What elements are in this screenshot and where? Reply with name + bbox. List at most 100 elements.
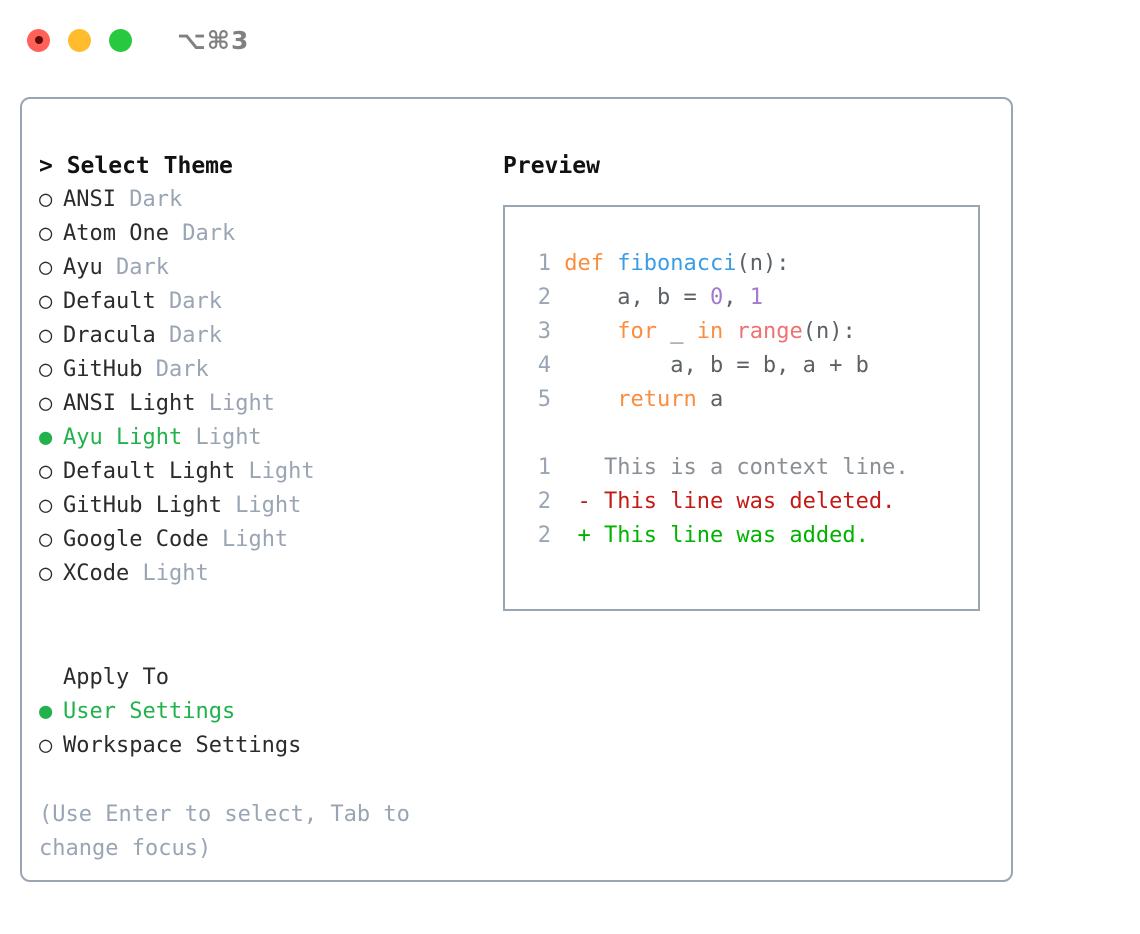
apply-to-list: ● User Settings ○ Workspace Settings: [39, 695, 499, 763]
preview-header: Preview: [503, 153, 600, 179]
theme-option-label: Ayu Light: [63, 425, 196, 450]
theme-option-default-light[interactable]: ○Default Light Light: [39, 455, 499, 489]
theme-option-variant: Dark: [168, 289, 222, 314]
apply-to-option-label: User Settings: [63, 699, 236, 724]
radio-unselected-icon: ○: [39, 493, 53, 518]
code-token-kw: return: [617, 387, 697, 412]
theme-option-ansi-light[interactable]: ○ANSI Light Light: [39, 387, 499, 421]
theme-option-default[interactable]: ○ Default Dark: [39, 285, 499, 319]
line-number: 1: [537, 455, 551, 480]
maximize-button[interactable]: [109, 28, 132, 52]
radio-unselected-icon: ○: [39, 255, 53, 280]
radio-unselected-icon: ○: [39, 289, 53, 314]
apply-to-option-user-settings[interactable]: ● User Settings: [39, 695, 499, 729]
theme-option-dracula[interactable]: ○Dracula Dark: [39, 319, 499, 353]
code-spacer: [523, 417, 978, 451]
code-line: 1 def fibonacci(n):: [523, 247, 978, 281]
theme-option-variant: Dark: [155, 357, 209, 382]
apply-to-section: Apply To ● User Settings ○ Workspace Settin…: [39, 661, 499, 763]
theme-option-label: Default: [63, 289, 169, 314]
main-panel: > Select Theme ○ANSI Dark○Atom One Dark○…: [20, 97, 1013, 882]
theme-option-variant: Light: [195, 425, 262, 450]
code-token-kw: def: [564, 251, 604, 276]
theme-option-variant: Dark: [115, 255, 169, 280]
diff-sample: 1 This is a context line.2 - This line w…: [523, 451, 978, 553]
theme-option-label: Dracula: [63, 323, 169, 348]
close-button[interactable]: [27, 28, 50, 52]
code-token-pl: [604, 251, 617, 276]
select-theme-header: > Select Theme: [39, 153, 233, 179]
gutter-space: [551, 353, 564, 378]
theme-option-variant: Light: [208, 391, 275, 416]
theme-option-ayu[interactable]: ○ Ayu Dark: [39, 251, 499, 285]
line-number: 5: [537, 387, 551, 412]
window-controls: [27, 28, 132, 52]
window-title: ⌥⌘3: [177, 25, 250, 55]
theme-option-variant: Light: [142, 561, 209, 586]
code-token-pl: [564, 319, 617, 344]
radio-unselected-icon: ○: [39, 733, 53, 758]
theme-option-label: Google Code: [63, 527, 222, 552]
theme-option-label: ANSI Light: [63, 391, 209, 416]
theme-option-label: XCode: [63, 561, 143, 586]
radio-unselected-icon: ○: [39, 187, 53, 212]
diff-line-text: + This line was added.: [551, 523, 869, 548]
code-line: 3 for _ in range(n):: [523, 315, 978, 349]
apply-to-option-label: Workspace Settings: [63, 733, 302, 758]
theme-option-github[interactable]: ○ GitHub Dark: [39, 353, 499, 387]
code-token-pl: (n):: [802, 319, 856, 344]
theme-option-label: Atom One: [63, 221, 183, 246]
minimize-button[interactable]: [68, 28, 91, 52]
theme-list: ○ANSI Dark○Atom One Dark○Ayu Dark○Defaul…: [39, 183, 499, 591]
radio-unselected-icon: ○: [39, 221, 53, 246]
theme-option-ansi[interactable]: ○ANSI Dark: [39, 183, 499, 217]
code-line: 4 a, b = b, a + b: [523, 349, 978, 383]
apply-to-header: Apply To: [63, 665, 169, 690]
theme-option-ayu-light[interactable]: ● Ayu Light Light: [39, 421, 499, 455]
theme-option-label: Default Light: [63, 459, 249, 484]
gutter-space: [551, 387, 564, 412]
code-token-kw: for: [617, 319, 657, 344]
code-token-num: 1: [749, 285, 763, 310]
theme-option-variant: Dark: [168, 323, 222, 348]
radio-unselected-icon: ○: [39, 357, 53, 382]
code-line: 5 return a: [523, 383, 978, 417]
diff-line-add: 2 + This line was added.: [523, 519, 978, 553]
diff-line-text: - This line was deleted.: [551, 489, 896, 514]
code-line: 2 a, b = 0, 1: [523, 281, 978, 315]
code-token-fn: fibonacci: [617, 251, 737, 276]
theme-option-github-light[interactable]: ○GitHub Light Light: [39, 489, 499, 523]
theme-option-xcode[interactable]: ○XCode Light: [39, 557, 499, 591]
theme-option-label: Ayu: [63, 255, 116, 280]
theme-option-variant: Light: [221, 527, 289, 552]
line-number: 3: [537, 319, 551, 344]
radio-unselected-icon: ○: [39, 459, 53, 484]
code-token-pl: ,: [723, 285, 750, 310]
line-number: 2: [537, 489, 551, 514]
theme-option-label: GitHub: [63, 357, 156, 382]
apply-to-option-workspace-settings[interactable]: ○ Workspace Settings: [39, 729, 499, 763]
line-number: 1: [537, 251, 551, 276]
gutter-space: [551, 285, 564, 310]
code-token-pl: [564, 387, 617, 412]
theme-option-variant: Light: [235, 493, 302, 518]
theme-option-atom-one[interactable]: ○ Atom One Dark: [39, 217, 499, 251]
line-number: 2: [537, 285, 551, 310]
code-token-num: 0: [709, 285, 724, 310]
diff-line-del: 2 - This line was deleted.: [523, 485, 978, 519]
title-bar: ⌥⌘3: [0, 0, 1140, 80]
theme-option-google-code[interactable]: ○ Google Code Light: [39, 523, 499, 557]
radio-selected-icon: ●: [39, 425, 53, 450]
theme-picker-column: > Select Theme ○ANSI Dark○Atom One Dark○…: [39, 149, 499, 866]
code-token-pl: a: [696, 387, 724, 412]
gutter-space: [551, 251, 564, 276]
panel-columns: > Select Theme ○ANSI Dark○Atom One Dark○…: [22, 99, 1011, 880]
theme-option-variant: Dark: [182, 221, 236, 246]
radio-unselected-icon: ○: [39, 527, 53, 552]
radio-selected-icon: ●: [39, 699, 53, 724]
code-token-pl: a, b = b, a + b: [564, 353, 869, 378]
code-token-pl: a, b =: [564, 285, 710, 310]
code-token-pl: (n):: [736, 251, 790, 276]
